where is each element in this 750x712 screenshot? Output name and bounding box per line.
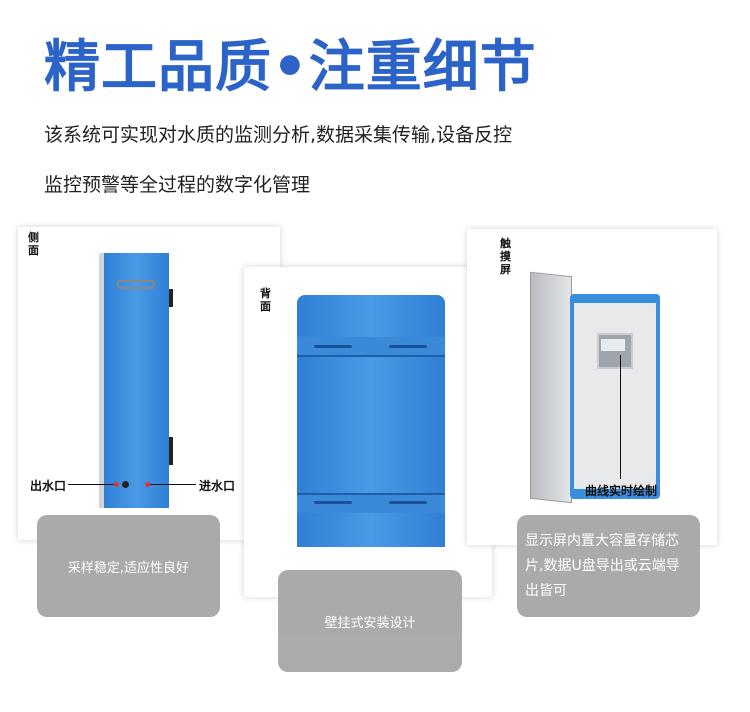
touchscreen-view-label: 触摸屏 [500, 237, 511, 276]
subtitle-line-2: 监控预警等全过程的数字化管理 [44, 174, 311, 196]
caption-back: 壁挂式安装设计 [278, 570, 462, 672]
subtitle-line-1: 该系统可实现对水质的监测分析,数据采集传输,设备反控 [44, 124, 513, 146]
touchscreen-view-card: 触摸屏 曲线实时绘制 [467, 229, 717, 545]
outlet-label: 出水口 [30, 479, 67, 493]
side-view-card: 侧面 出水口 进水口 [18, 227, 280, 540]
caption-touchscreen: 显示屏内置大容量存储芯片,数据U盘导出或云端导出皆可 [517, 515, 700, 617]
back-view-label: 背面 [260, 287, 271, 313]
inlet-label: 进水口 [199, 479, 236, 493]
caption-side: 采样稳定,适应性良好 [37, 515, 220, 617]
back-view-card: 背面 [244, 267, 492, 597]
curve-drawing-label: 曲线实时绘制 [585, 484, 658, 498]
side-view-label: 侧面 [28, 231, 39, 257]
page-title: 精工品质•注重细节 [44, 35, 537, 100]
